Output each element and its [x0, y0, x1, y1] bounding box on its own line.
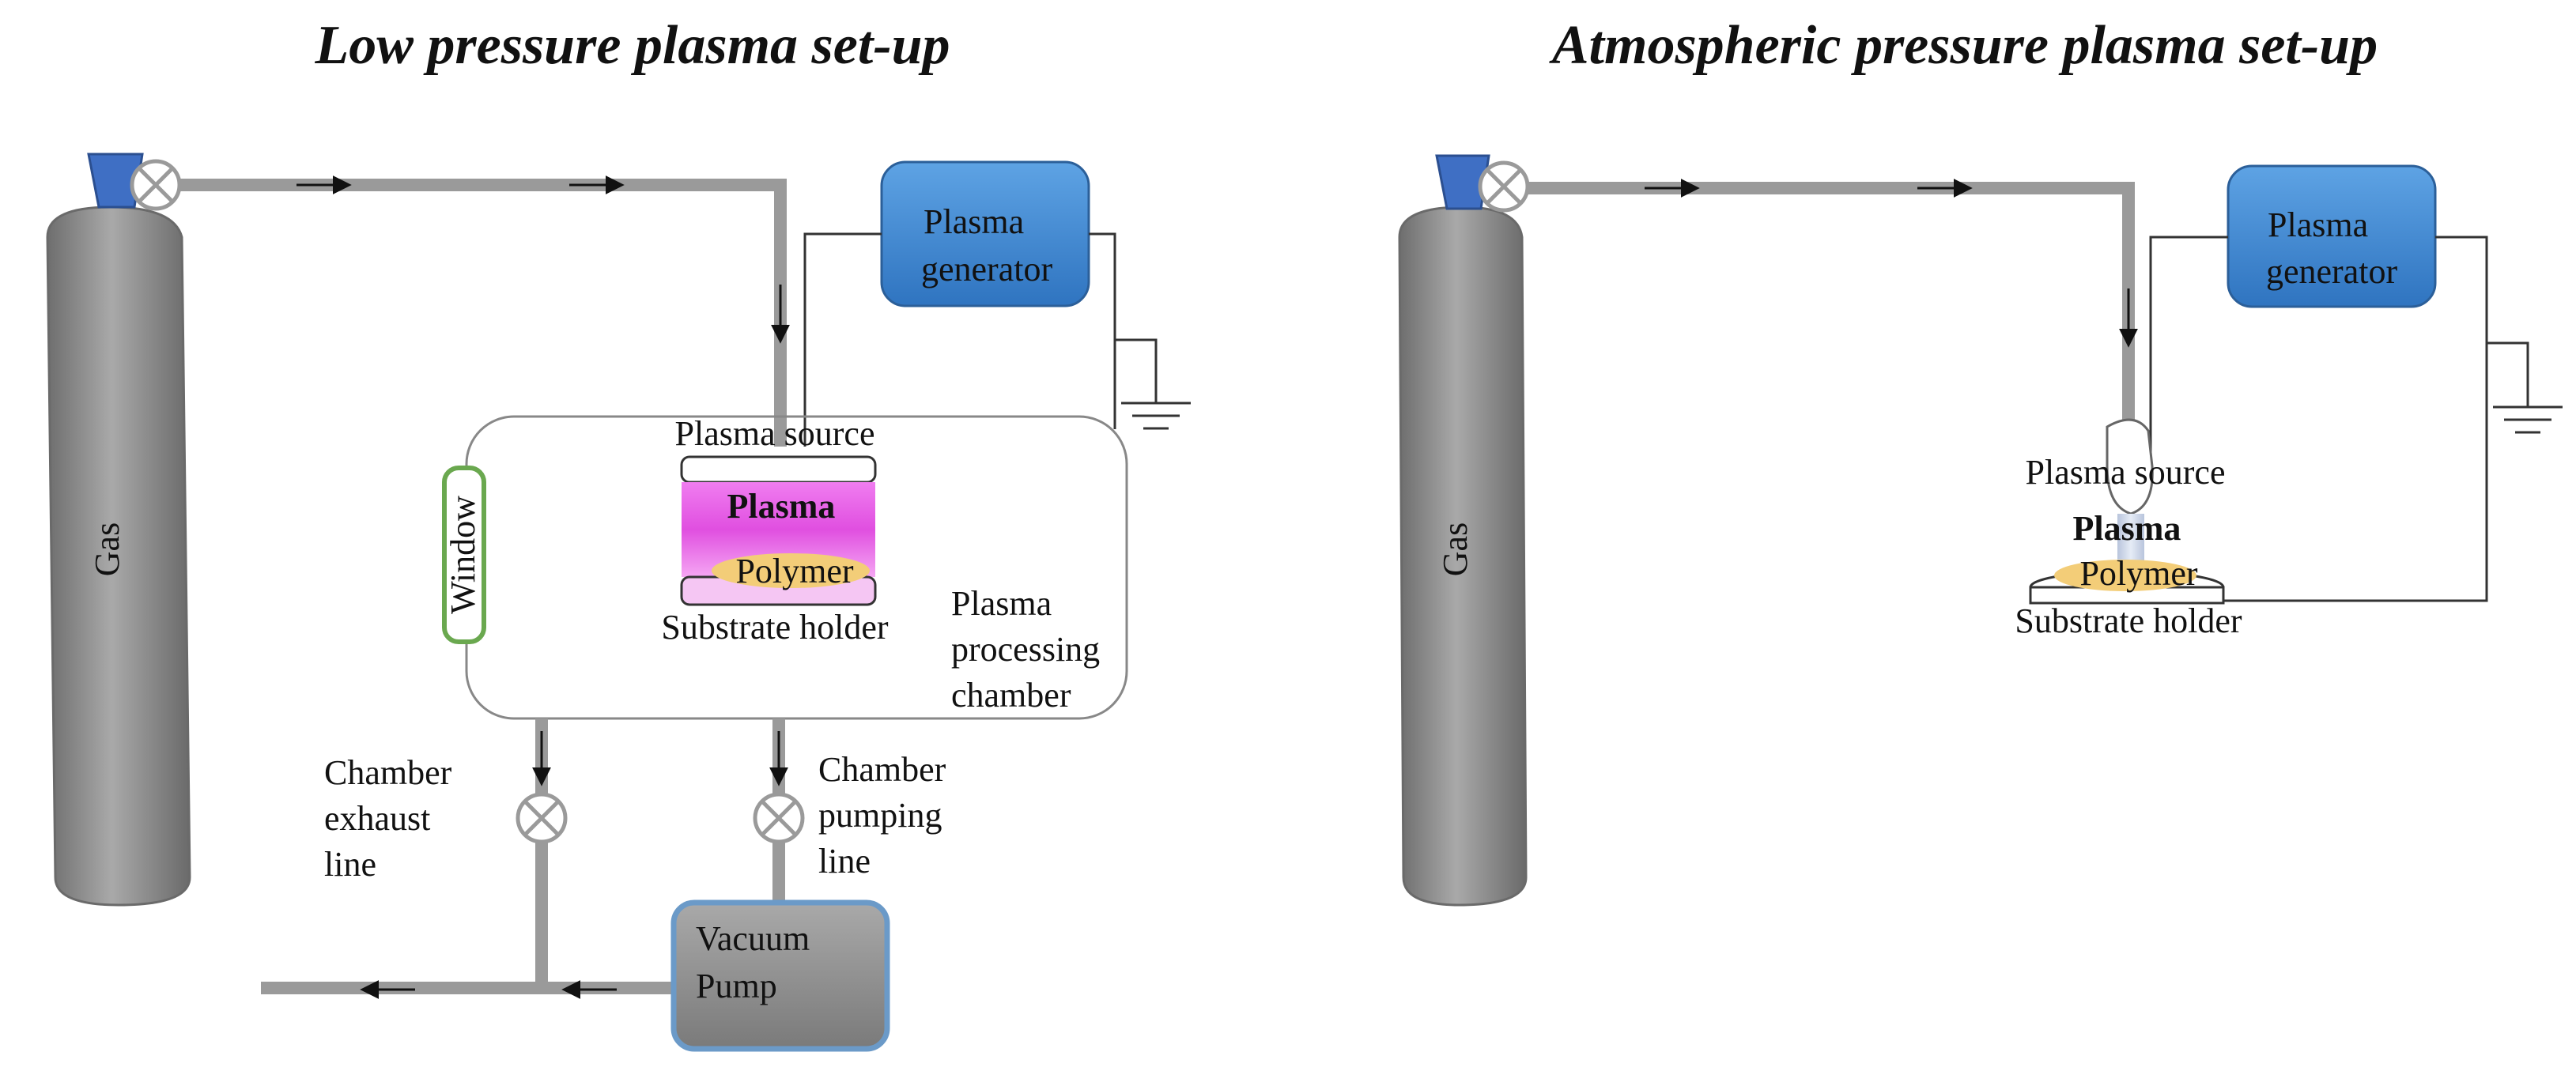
low-generator-wire	[803, 232, 882, 447]
low-ground-icon	[1121, 402, 1191, 430]
low-generator-label-line1: Plasma	[924, 202, 1024, 241]
low-substrate-holder-label: Substrate holder	[661, 608, 889, 647]
low-pumping-label-line1: Chamber	[818, 750, 946, 789]
low-plasma-source	[680, 455, 877, 484]
low-pumping-label-line3: line	[818, 842, 871, 880]
low-pumping-valve-icon	[753, 792, 805, 844]
low-pump-label-line1: Vacuum	[696, 919, 810, 958]
low-plasma-source-label: Plasma source	[675, 414, 875, 453]
atm-gas-line	[1528, 182, 2135, 427]
atm-ground-wire	[2487, 341, 2529, 407]
low-polymer-label: Polymer	[735, 552, 853, 590]
low-exhaust-label-line3: line	[324, 845, 376, 884]
low-chamber-label-line3: chamber	[951, 676, 1071, 715]
atm-generator-label-line1: Plasma	[2268, 206, 2368, 244]
low-pressure-title: Low pressure plasma set-up	[314, 15, 950, 76]
atm-plasma-label: Plasma	[2073, 509, 2181, 548]
low-chamber-label-line2: processing	[951, 630, 1100, 669]
atm-polymer-sample	[2054, 560, 2196, 591]
low-gas-cylinder: Gas	[46, 206, 191, 907]
atm-ground-icon	[2493, 405, 2563, 434]
low-gas-label: Gas	[88, 522, 127, 576]
low-gas-line	[179, 179, 787, 447]
low-chamber-label-line1: Plasma	[951, 584, 1052, 623]
low-polymer-sample	[712, 553, 870, 588]
low-vacuum-pump: Vacuum Pump	[670, 899, 890, 1052]
low-pumping-label-line2: pumping	[818, 796, 942, 835]
atmospheric-setup: Atmospheric pressure plasma set-up Gas P…	[1398, 15, 2563, 907]
atm-gas-label: Gas	[1436, 522, 1475, 576]
low-plasma-label: Plasma	[727, 487, 836, 526]
atm-substrate-holder-label: Substrate holder	[2015, 601, 2242, 640]
low-exhaust-valve-icon	[516, 792, 568, 844]
low-window: Window	[442, 466, 486, 644]
atm-plasma-source-label: Plasma source	[2026, 453, 2226, 492]
low-pump-label-line2: Pump	[696, 967, 777, 1005]
atm-polymer-label: Polymer	[2079, 554, 2197, 593]
atm-generator-label-line2: generator	[2266, 252, 2397, 291]
low-inlet-valve-icon	[130, 159, 182, 211]
low-valve-cap	[87, 153, 144, 209]
atm-generator-wire	[2149, 236, 2228, 473]
atm-inlet-valve-icon	[1478, 160, 1530, 213]
atm-valve-cap	[1435, 154, 1490, 210]
atm-plasma-generator: Plasma generator	[2227, 164, 2437, 308]
atm-plasma-source	[2106, 418, 2154, 515]
low-exhaust-label-line1: Chamber	[324, 753, 452, 792]
low-ground-wire	[1089, 232, 1116, 429]
low-plasma-generator: Plasma generator	[880, 160, 1090, 307]
low-window-label: Window	[444, 496, 482, 614]
atm-ground-wire	[2223, 236, 2488, 602]
low-generator-label-line2: generator	[921, 250, 1052, 288]
atm-title: Atmospheric pressure plasma set-up	[1549, 15, 2378, 76]
atm-gas-cylinder: Gas	[1398, 206, 1528, 907]
low-exhaust-label-line2: exhaust	[324, 799, 430, 838]
low-pressure-setup: Low pressure plasma set-up Gas Plasma ge…	[46, 15, 1191, 1052]
low-ground-wire	[1115, 338, 1158, 403]
